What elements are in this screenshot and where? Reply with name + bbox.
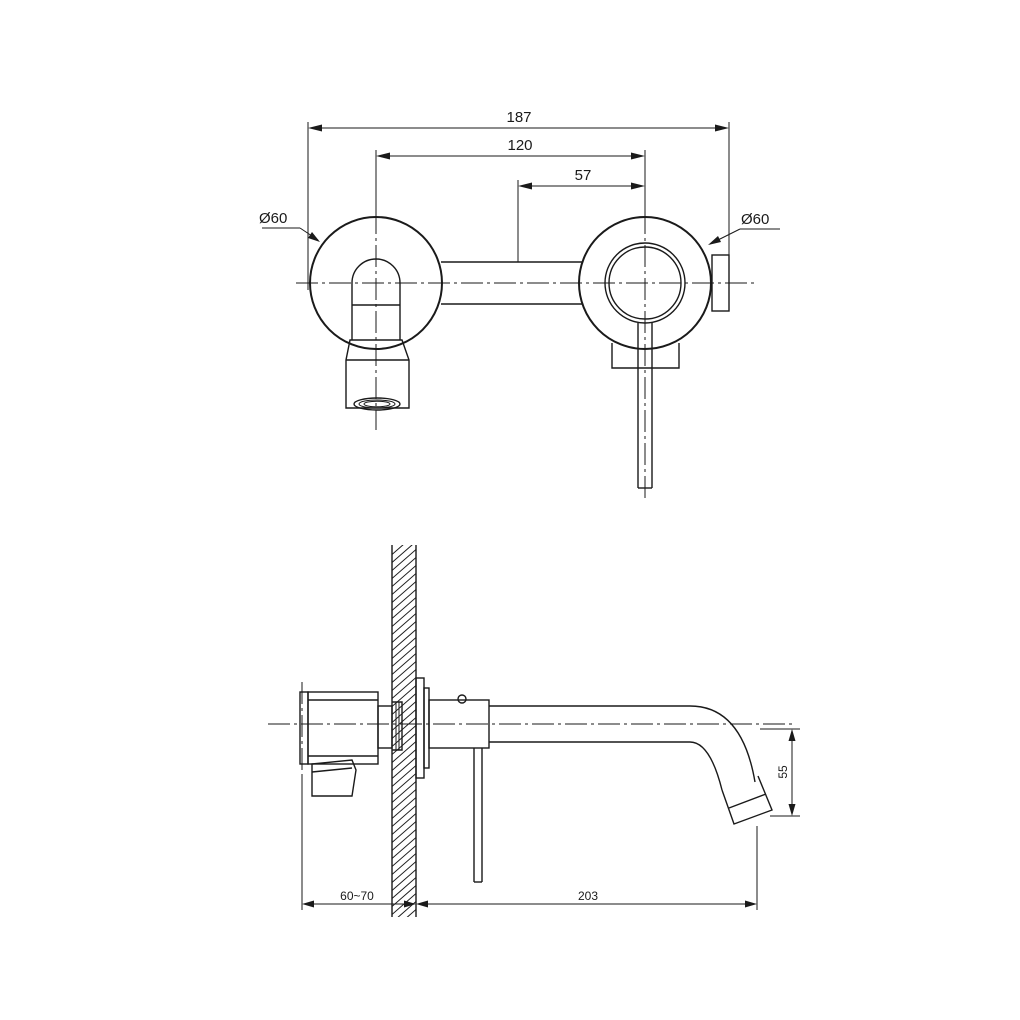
mixer-body-side [428, 694, 490, 883]
lever-pivot [457, 694, 467, 704]
hatch-line [392, 820, 416, 844]
dim-label-55: 55 [776, 765, 790, 779]
hatch-line [392, 572, 416, 596]
hatch-line [392, 764, 416, 788]
dim-label-120: 120 [507, 137, 532, 154]
aerator [353, 397, 401, 411]
dim-label-57: 57 [575, 167, 592, 184]
hatch-line [392, 780, 416, 804]
dimension-center-distance: 120 [376, 137, 645, 160]
hatch-line [392, 844, 416, 868]
hatch-line [392, 708, 416, 732]
hatch-line [392, 580, 416, 604]
wall-hatching [388, 545, 420, 966]
hatch-line [392, 692, 416, 716]
dimension-overall-width: 187 [308, 109, 729, 132]
dimension-wall-depth: 60~70 [301, 775, 416, 910]
hatch-line [392, 548, 416, 572]
hatch-line [392, 748, 416, 772]
hatch-line [392, 644, 416, 668]
diameter-leader-right: Ø60 [708, 211, 780, 245]
dim-label-60-70: 60~70 [340, 889, 374, 903]
thread-section [392, 701, 403, 751]
hatch-line [392, 796, 416, 820]
hatch-line [392, 756, 416, 780]
valve-outlet [311, 759, 357, 797]
hatch-line [392, 604, 416, 628]
hatch-line [392, 545, 404, 556]
hatch-line [392, 660, 416, 684]
side-wall-plate [415, 677, 430, 779]
hatch-line [388, 930, 420, 958]
hatch-line [392, 628, 416, 652]
hatch-line [392, 620, 416, 644]
hatch-line [392, 884, 416, 908]
hatch-line [392, 652, 416, 676]
hatch-line [392, 732, 416, 756]
spout-side [489, 705, 773, 825]
dia-label-right: Ø60 [741, 211, 769, 228]
dim-label-187: 187 [506, 109, 531, 126]
mixer-front [578, 212, 730, 502]
diameter-leader-left: Ø60 [259, 210, 320, 242]
spout-tip [721, 775, 773, 825]
hatch-line [392, 852, 416, 876]
hatch-line [392, 716, 416, 740]
hatch-line [392, 612, 416, 636]
hatch-line [392, 588, 416, 612]
hatch-line [415, 916, 416, 917]
hatch-line [392, 868, 416, 892]
dim-label-203: 203 [578, 889, 598, 903]
hatch-line [392, 636, 416, 660]
hatch-line [406, 908, 416, 917]
hatch-line [392, 668, 416, 692]
hatch-line [392, 876, 416, 900]
hatch-line [392, 788, 416, 812]
hatch-line [392, 545, 413, 564]
mixer-body-base [611, 343, 680, 369]
dimension-spout-reach: 203 [416, 826, 758, 910]
hatch-line [392, 564, 416, 588]
in-wall-valve [299, 691, 403, 797]
side-view: 55 60~70 203 [268, 545, 800, 966]
hatch-line [392, 860, 416, 884]
hatch-line [392, 828, 416, 852]
connecting-pipe [441, 261, 583, 305]
dia-label-left: Ø60 [259, 210, 287, 227]
hatch-line [392, 740, 416, 764]
hatch-line [388, 938, 420, 966]
hatch-line [397, 900, 416, 917]
hatch-line [392, 772, 416, 796]
hatch-line [392, 676, 416, 700]
spout-front [345, 258, 410, 411]
hatch-line [392, 596, 416, 620]
dimension-plate-offset: 57 [518, 167, 645, 190]
hatch-line [392, 556, 416, 580]
hatch-line [392, 700, 416, 724]
hatch-line [392, 804, 416, 828]
dimension-spout-drop: 55 [760, 728, 800, 817]
hatch-line [388, 922, 420, 950]
hatch-line [392, 836, 416, 860]
front-view: 187 120 57 Ø60 Ø60 [259, 109, 780, 502]
hatch-line [392, 684, 416, 708]
hatch-line [392, 724, 416, 748]
hatch-line [392, 812, 416, 836]
